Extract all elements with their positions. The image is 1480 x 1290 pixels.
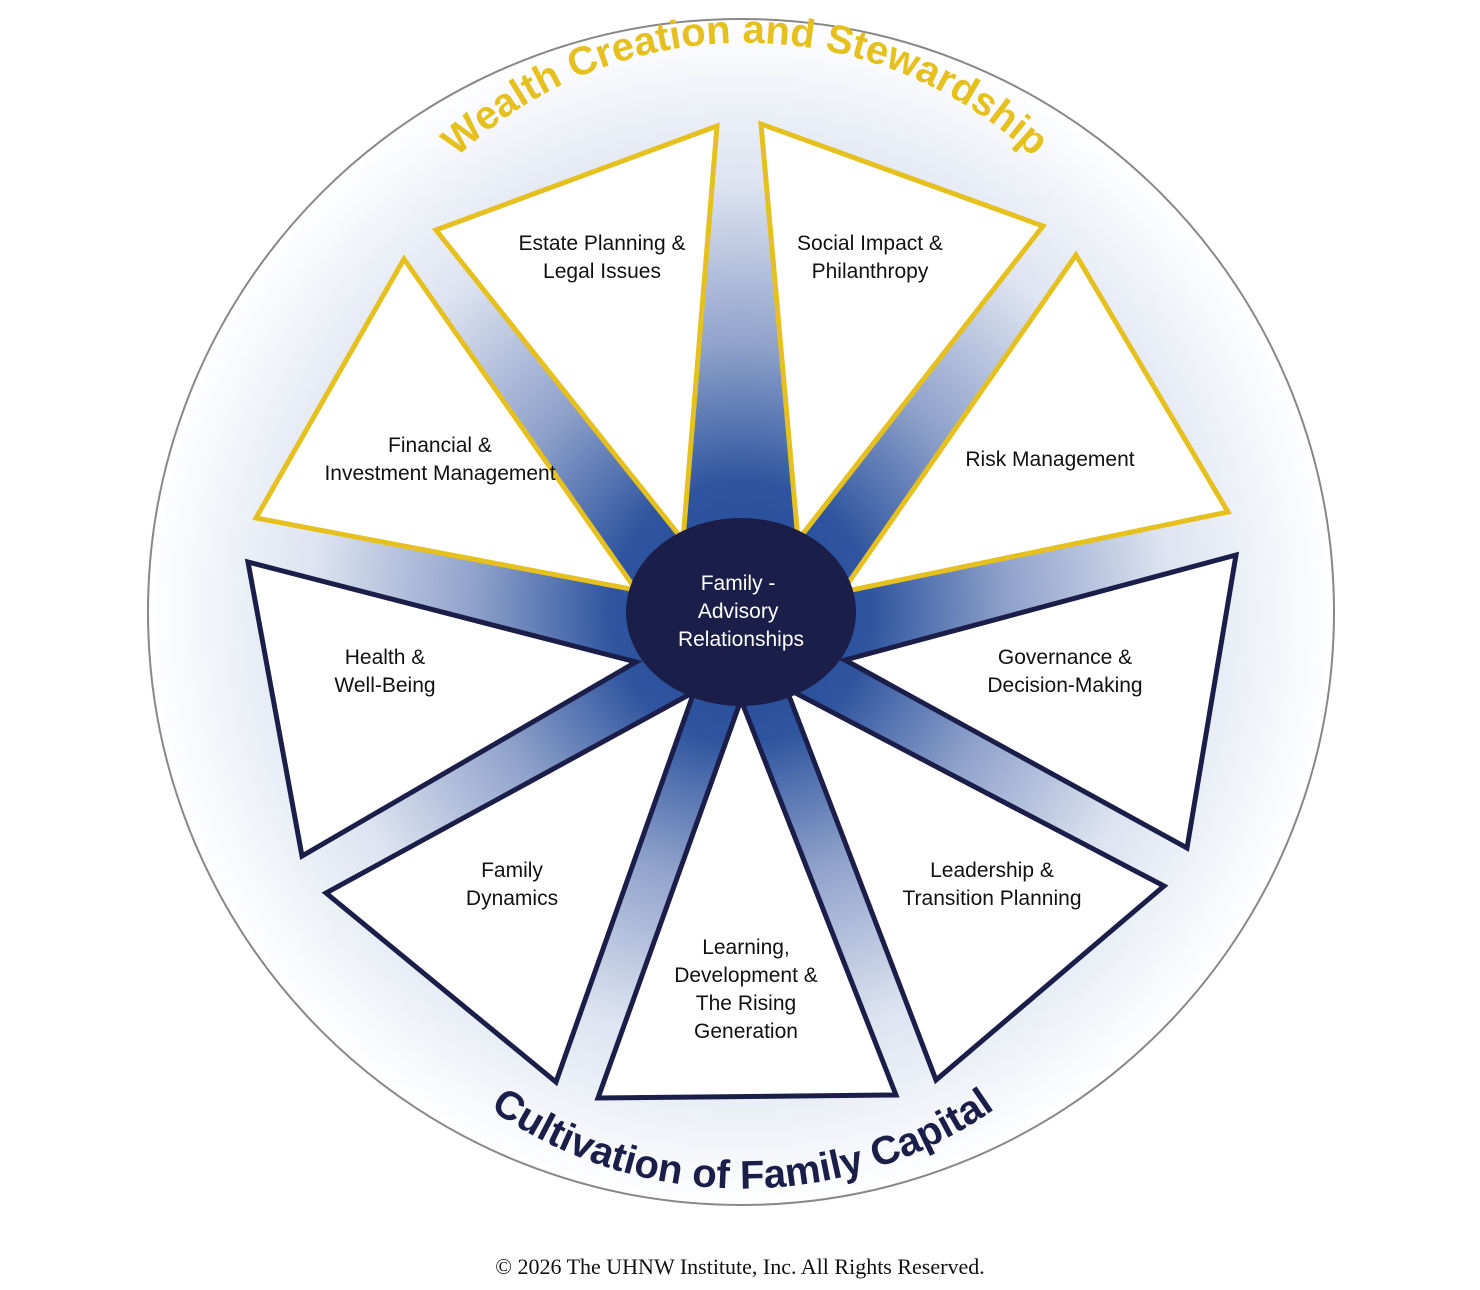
segment-label-line: Social Impact & bbox=[797, 232, 943, 255]
segment-label-line: Governance & bbox=[998, 646, 1132, 669]
segment-health bbox=[244, 558, 643, 860]
segment-label-governance: Governance & Decision-Making bbox=[987, 646, 1142, 697]
segment-estate bbox=[431, 122, 720, 547]
segment-label-risk: Risk Management bbox=[965, 448, 1134, 471]
center-line: Family - bbox=[701, 572, 776, 595]
copyright-notice: © 2026 The UHNW Institute, Inc. All Righ… bbox=[495, 1254, 985, 1279]
segment-label-line: Generation bbox=[694, 1020, 798, 1043]
segment-label-line: The Rising bbox=[696, 992, 796, 1015]
center-hub bbox=[626, 518, 856, 706]
segment-label-estate: Estate Planning & Legal Issues bbox=[519, 232, 686, 283]
segment-label-line: Dynamics bbox=[466, 887, 558, 910]
segment-label-financial: Financial & Investment Management bbox=[324, 434, 555, 485]
segment-label-line: Well-Being bbox=[334, 674, 435, 697]
center-line: Advisory bbox=[698, 600, 779, 623]
segment-label-line: Financial & bbox=[388, 434, 492, 457]
segment-label-line: Learning, bbox=[702, 936, 790, 959]
segment-label-line: Risk Management bbox=[965, 448, 1134, 471]
segment-label-line: Leadership & bbox=[930, 859, 1054, 882]
segment-leadership bbox=[781, 682, 1169, 1085]
segment-label-line: Family bbox=[481, 859, 543, 882]
segment-label-social: Social Impact & Philanthropy bbox=[797, 232, 943, 283]
segment-label-line: Estate Planning & bbox=[519, 232, 686, 255]
segment-risk bbox=[836, 250, 1232, 596]
segment-financial bbox=[252, 254, 642, 594]
segment-label-line: Decision-Making bbox=[987, 674, 1142, 697]
segment-label-line: Legal Issues bbox=[543, 260, 661, 283]
segment-label-line: Investment Management bbox=[324, 462, 555, 485]
segment-social bbox=[758, 120, 1048, 547]
segment-label-line: Development & bbox=[674, 964, 818, 987]
segment-label-line: Health & bbox=[345, 646, 426, 669]
segment-label-health: Health & Well-Being bbox=[334, 646, 435, 697]
center-line: Relationships bbox=[678, 628, 804, 651]
segment-dynamics bbox=[321, 686, 699, 1087]
segment-label-line: Philanthropy bbox=[812, 260, 929, 283]
segment-governance bbox=[838, 551, 1240, 852]
segment-learning bbox=[594, 692, 900, 1101]
center-label: Family - Advisory Relationships bbox=[678, 572, 804, 651]
segments: Estate Planning & Legal Issues Social Impa… bbox=[244, 120, 1240, 1101]
segment-label-leadership: Leadership & Transition Planning bbox=[903, 859, 1082, 910]
segment-label-line: Transition Planning bbox=[903, 887, 1082, 910]
wheel-diagram: Estate Planning & Legal Issues Social Impa… bbox=[147, 8, 1335, 1206]
